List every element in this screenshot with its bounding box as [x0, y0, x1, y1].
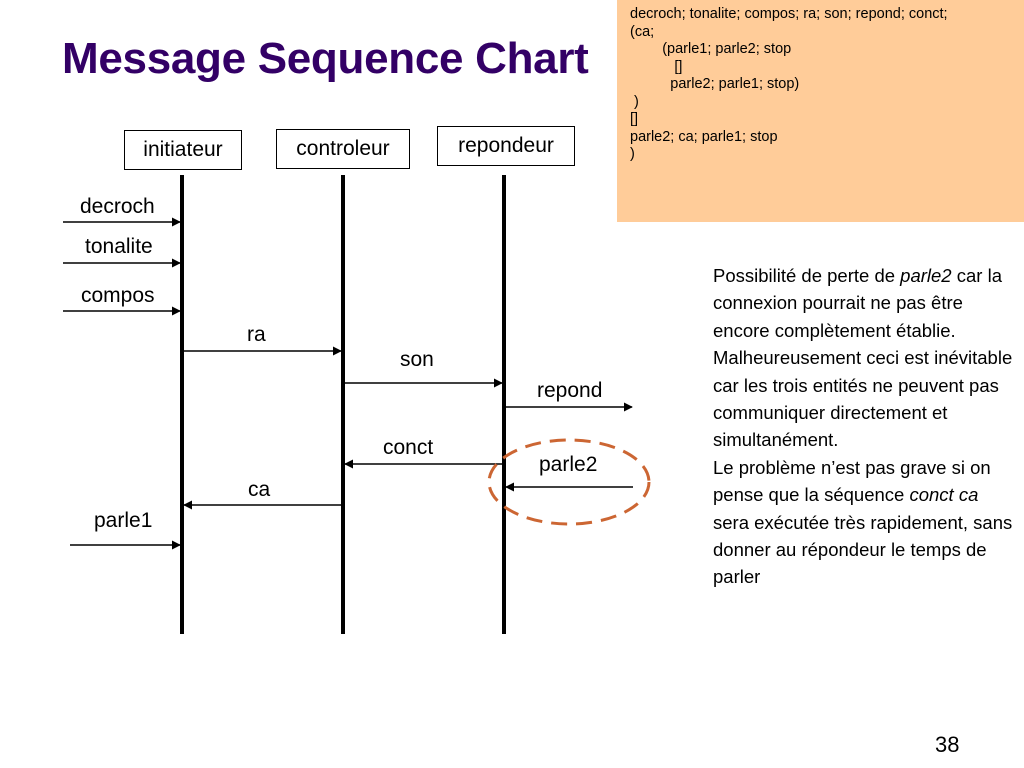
code-line: parle2; ca; parle1; stop — [630, 128, 778, 145]
highlight-ellipse — [487, 438, 651, 526]
label-ca: ca — [248, 478, 271, 501]
page-number: 38 — [935, 732, 960, 757]
note-text: Possibilité de perte de — [713, 265, 901, 286]
note-paragraph: Le problème n’est pas grave si on pense … — [713, 454, 1013, 591]
code-line: (parle1; parle2; stop — [630, 41, 792, 57]
label-parle2: parle2 — [539, 453, 598, 476]
code-line: [] — [630, 58, 683, 75]
code-line: ) — [630, 93, 639, 110]
label-son: son — [400, 348, 434, 371]
code-line: parle2; parle1; stop) — [630, 76, 800, 92]
note-emphasis: parle2 — [900, 265, 952, 286]
code-line: [] — [630, 111, 639, 127]
code-line: decroch; tonalite; compos; ra; son; repo… — [630, 6, 948, 22]
note-paragraph: Possibilité de perte de parle2 car la co… — [713, 262, 1013, 454]
label-repond: repond — [537, 379, 603, 402]
entity-controleur: controleur — [276, 129, 410, 169]
label-decroch: decroch — [80, 195, 155, 218]
note-text: Le problème n’est pas grave si on pense … — [713, 456, 991, 506]
slide-title: Message Sequence Chart — [62, 34, 589, 83]
label-parle1: parle1 — [94, 509, 153, 532]
code-box: decroch; tonalite; compos; ra; son; repo… — [617, 0, 1024, 222]
note-text: car la connexion pourrait ne pas être en… — [713, 265, 1013, 451]
entity-repondeur: repondeur — [437, 126, 575, 166]
code-line: (ca; — [630, 23, 655, 40]
explanation-note: Possibilité de perte de parle2 car la co… — [713, 262, 1013, 591]
note-emphasis: conct ca — [909, 484, 979, 506]
entity-initiateur: initiateur — [124, 130, 242, 170]
label-tonalite: tonalite — [85, 235, 153, 258]
label-ra: ra — [247, 323, 266, 346]
note-text: sera exécutée très rapidement, sans donn… — [713, 511, 1013, 588]
label-compos: compos — [81, 284, 155, 307]
code-line: ) — [630, 146, 635, 162]
label-conct: conct — [383, 436, 434, 459]
